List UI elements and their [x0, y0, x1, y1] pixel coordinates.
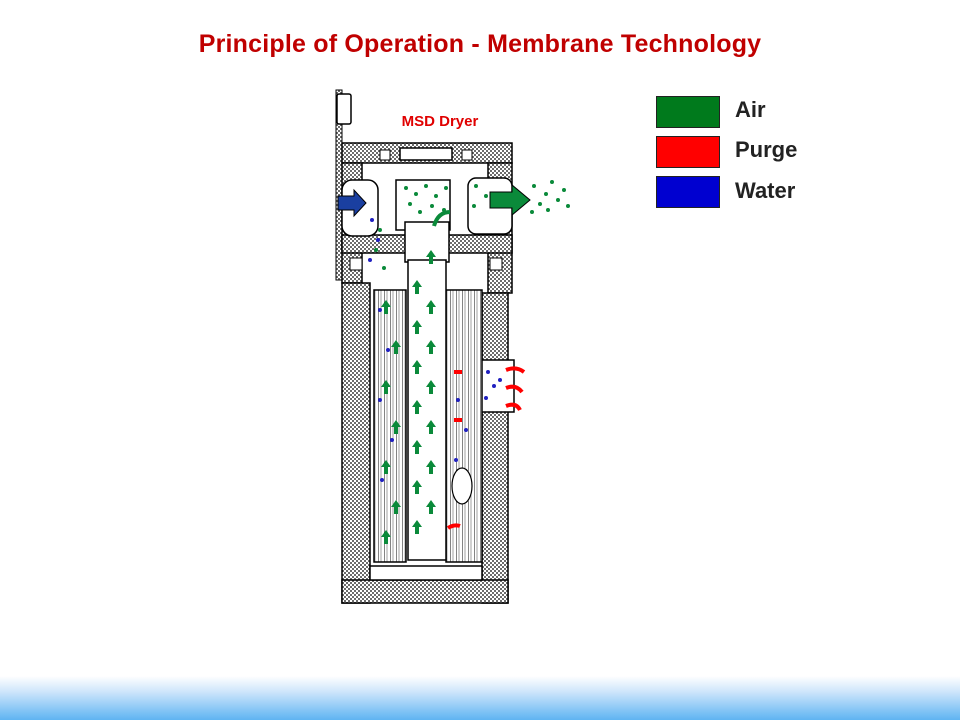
purge-arrows: [446, 366, 526, 530]
legend-swatch-water: [656, 176, 720, 208]
footer-gradient-bar: [0, 676, 960, 720]
page-title: Principle of Operation - Membrane Techno…: [198, 30, 762, 58]
water-particles: [368, 218, 502, 482]
inlet-arrow-icon: [337, 188, 367, 218]
outlet-arrow-icon: [489, 183, 531, 217]
center-tube: [407, 259, 447, 561]
air-flow-arrows: [381, 250, 436, 544]
legend-swatch-air: [656, 96, 720, 128]
legend-label-purge: Purge: [735, 137, 798, 162]
air-particles: [374, 180, 570, 270]
turn-arrow-icon: [432, 210, 451, 227]
legend-swatch-purge: [656, 136, 720, 168]
legend-label-water: Water: [735, 178, 796, 203]
legend-label-air: Air: [735, 97, 766, 122]
diagram-label: MSD Dryer: [402, 113, 479, 130]
